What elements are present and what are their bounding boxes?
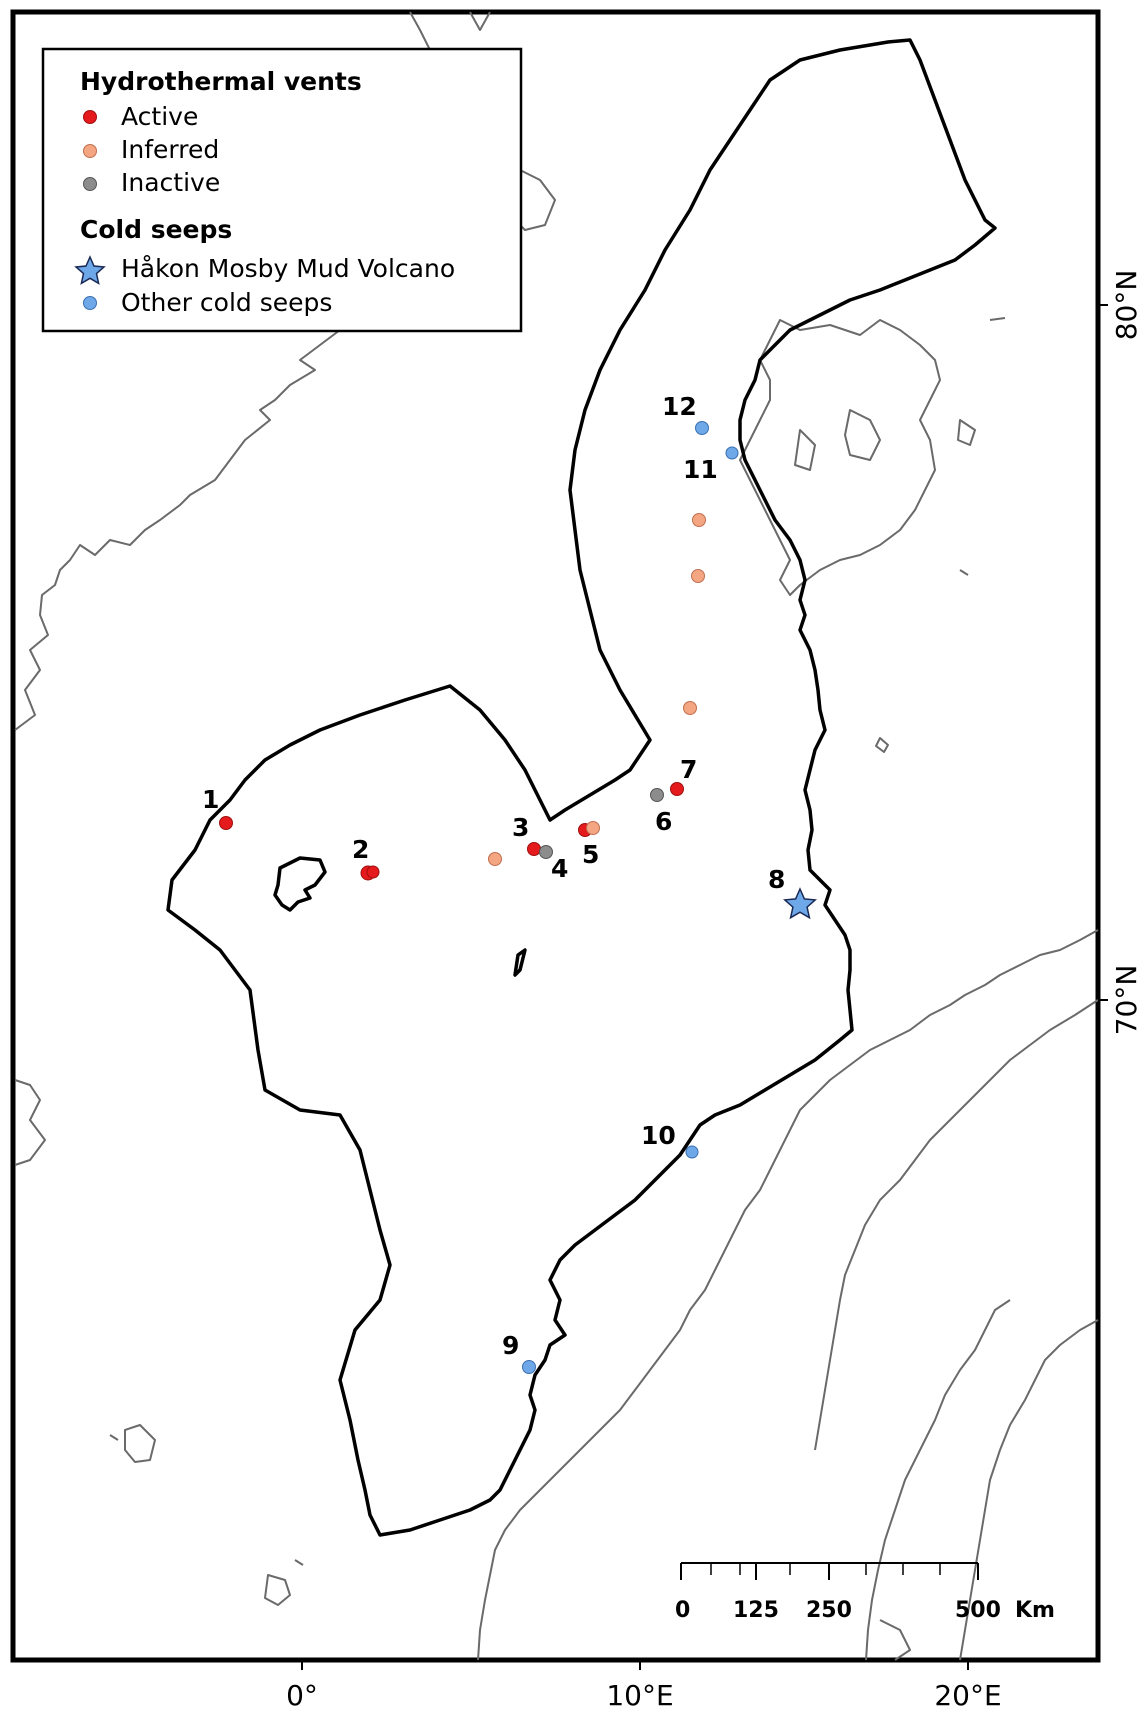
scale-unit: Km [1015,1598,1055,1623]
seep-point-12 [695,421,709,435]
site-labels: 1 2 3 4 5 6 7 8 9 10 11 12 [202,392,785,1360]
vent-point-1-active [219,816,233,830]
vent-point-5-inferred [586,821,600,835]
lat-label-70n: 70°N [1110,965,1143,1036]
lat-label-80n: 80°N [1110,270,1143,341]
site-label-10: 10 [641,1121,676,1150]
site-label-1: 1 [202,785,219,814]
legend: Hydrothermal vents Active Inferred Inact… [41,47,523,333]
scale-label-0: 0 [675,1598,690,1623]
legend-active-marker [83,110,97,124]
seep-point-11 [725,446,739,460]
site-label-11: 11 [683,455,718,484]
lon-label-10e: 10°E [606,1679,673,1712]
legend-label-inferred: Inferred [121,135,219,164]
site-label-9: 9 [502,1331,519,1360]
legend-inferred-marker [83,144,97,158]
vent-point-inferred [692,513,706,527]
lon-label-20e: 20°E [934,1679,1001,1712]
vent-point-4-inactive [539,845,553,859]
scale-label-125: 125 [733,1598,779,1623]
small-island [513,948,527,977]
scale-bar: 0 125 250 500 Km [675,1562,1055,1623]
site-label-8: 8 [768,865,785,894]
axis-labels: 0° 10°E 20°E 80°N 70°N [286,270,1143,1712]
coastline-svalbard [739,319,941,596]
legend-hmmv-star-icon [74,255,106,285]
legend-title-seeps: Cold seeps [80,215,232,244]
legend-title-vents: Hydrothermal vents [80,67,362,96]
site-points [219,421,817,1374]
hmmv-star-icon [783,887,817,920]
site-label-3: 3 [512,813,529,842]
legend-inactive-marker [83,177,97,191]
axis-ticks [301,304,1108,1670]
vent-point-2b-active [366,865,380,879]
legend-label-hmmv: Håkon Mosby Mud Volcano [121,254,455,283]
site-label-7: 7 [680,755,697,784]
seep-point-10 [685,1145,699,1159]
coastline-greenland [14,329,341,731]
site-label-5: 5 [582,840,599,869]
vent-point-inferred [683,701,697,715]
legend-label-other-seeps: Other cold seeps [121,288,332,317]
lon-label-0: 0° [286,1679,318,1712]
vent-point-inferred [488,852,502,866]
seep-point-9 [522,1360,536,1374]
vent-point-7-active [670,782,684,796]
scale-label-250: 250 [806,1598,852,1623]
site-label-12: 12 [662,392,697,421]
scale-label-500: 500 [955,1598,1001,1623]
coastline-norway [477,929,1099,1661]
legend-box [41,47,523,333]
vent-point-6-inactive [650,788,664,802]
vent-point-3-active [527,842,541,856]
study-area-boundary [166,38,997,1537]
legend-label-inactive: Inactive [121,168,220,197]
vent-point-inferred [691,569,705,583]
legend-seep-marker [83,296,97,310]
legend-label-active: Active [121,102,198,131]
site-label-6: 6 [655,807,672,836]
site-label-4: 4 [551,854,568,883]
coastlines [14,11,1099,1661]
site-label-2: 2 [352,835,369,864]
jan-mayen-outline [273,856,327,912]
